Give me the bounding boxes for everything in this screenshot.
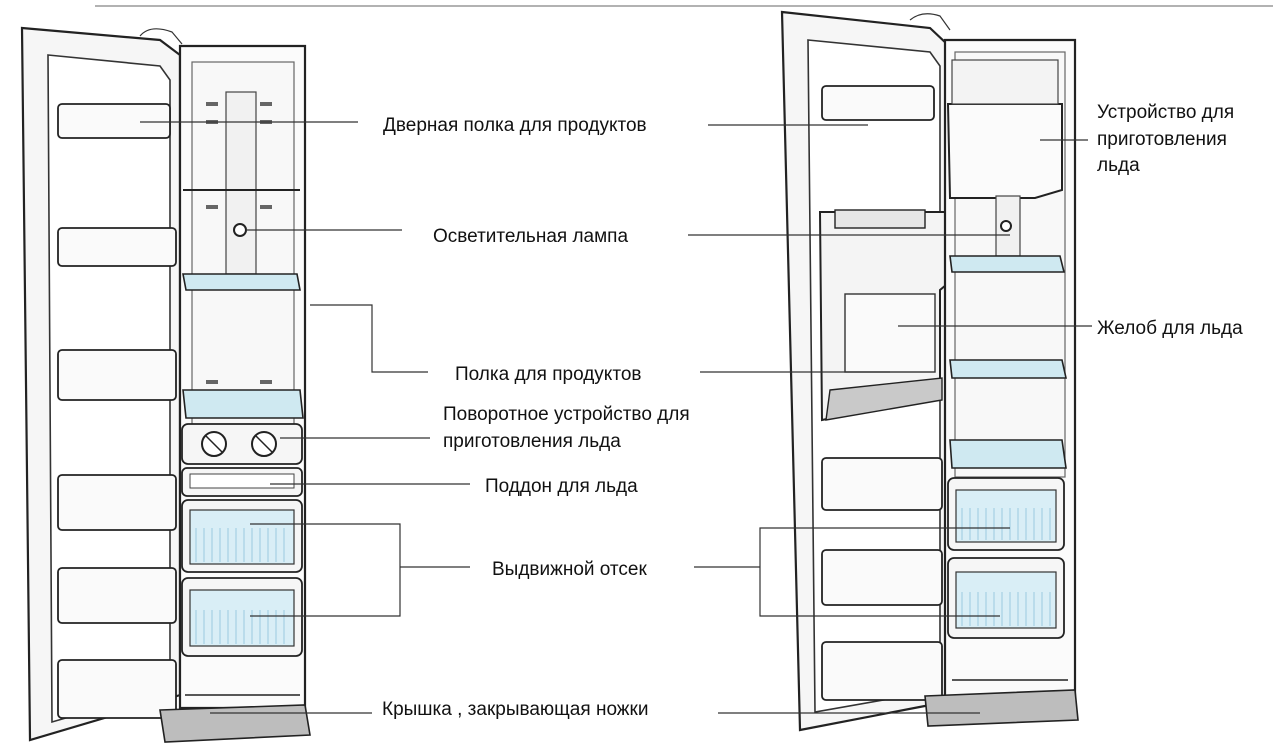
lamp-bulb-icon [1000, 220, 1012, 232]
dispenser-top [834, 209, 926, 229]
drawer-window [955, 571, 1057, 629]
door-bin [821, 85, 935, 121]
label-icemaker-2: приготовления [1097, 129, 1227, 150]
drawer-window [189, 589, 295, 647]
shelf-glass [182, 273, 301, 291]
drawer-hatch [961, 592, 1051, 626]
door-bin [821, 549, 943, 606]
shelf-glass-lower [949, 439, 1067, 469]
lamp-bulb-icon [233, 223, 247, 237]
door-bin [57, 474, 177, 531]
shelf-glass [949, 359, 1067, 379]
label-cover: Крышка , закрывающая ножки [382, 699, 648, 720]
icemaker-box [946, 103, 1063, 199]
left-door-hinge [139, 28, 183, 45]
right-door-hinge [909, 13, 951, 31]
label-shelf: Полка для продуктов [455, 364, 641, 385]
door-bin [57, 567, 177, 624]
label-ice-tray: Поддон для льда [485, 476, 638, 497]
drawer-window [955, 489, 1057, 543]
door-bin [57, 227, 177, 267]
fridge-left [20, 26, 311, 743]
shelf-glass-lower [182, 389, 304, 419]
label-door-shelf: Дверная полка для продуктов [383, 115, 647, 136]
door-bin [57, 349, 177, 401]
leg-cover [159, 704, 311, 743]
lamp-housing [225, 91, 257, 275]
door-bin [57, 103, 171, 139]
label-ice-twist-1: Поворотное устройство для [443, 404, 690, 425]
left-door-bins [57, 103, 177, 719]
fridge-right [780, 10, 1079, 732]
drawer-window [189, 509, 295, 565]
door-bin [821, 457, 943, 511]
drawer-hatch [195, 528, 285, 562]
label-drawer: Выдвижной отсек [492, 559, 647, 580]
callout-labels: Дверная полка для продуктов Осветительна… [382, 102, 1243, 720]
ice-chute-panel [844, 293, 936, 373]
callout-lines [140, 121, 1092, 714]
label-ice-chute: Желоб для льда [1097, 318, 1243, 339]
label-ice-twist-2: приготовления льда [443, 431, 621, 452]
leg-cover [924, 689, 1079, 727]
ice-twist-unit [181, 423, 303, 465]
label-icemaker-3: льда [1097, 155, 1140, 176]
shelf-glass [949, 255, 1066, 273]
door-bin [57, 659, 177, 719]
door-bin [821, 641, 943, 701]
dispenser-base [825, 377, 943, 421]
drawer-hatch [961, 508, 1051, 540]
label-lamp: Осветительная лампа [433, 226, 628, 247]
label-icemaker-1: Устройство для [1097, 102, 1234, 123]
